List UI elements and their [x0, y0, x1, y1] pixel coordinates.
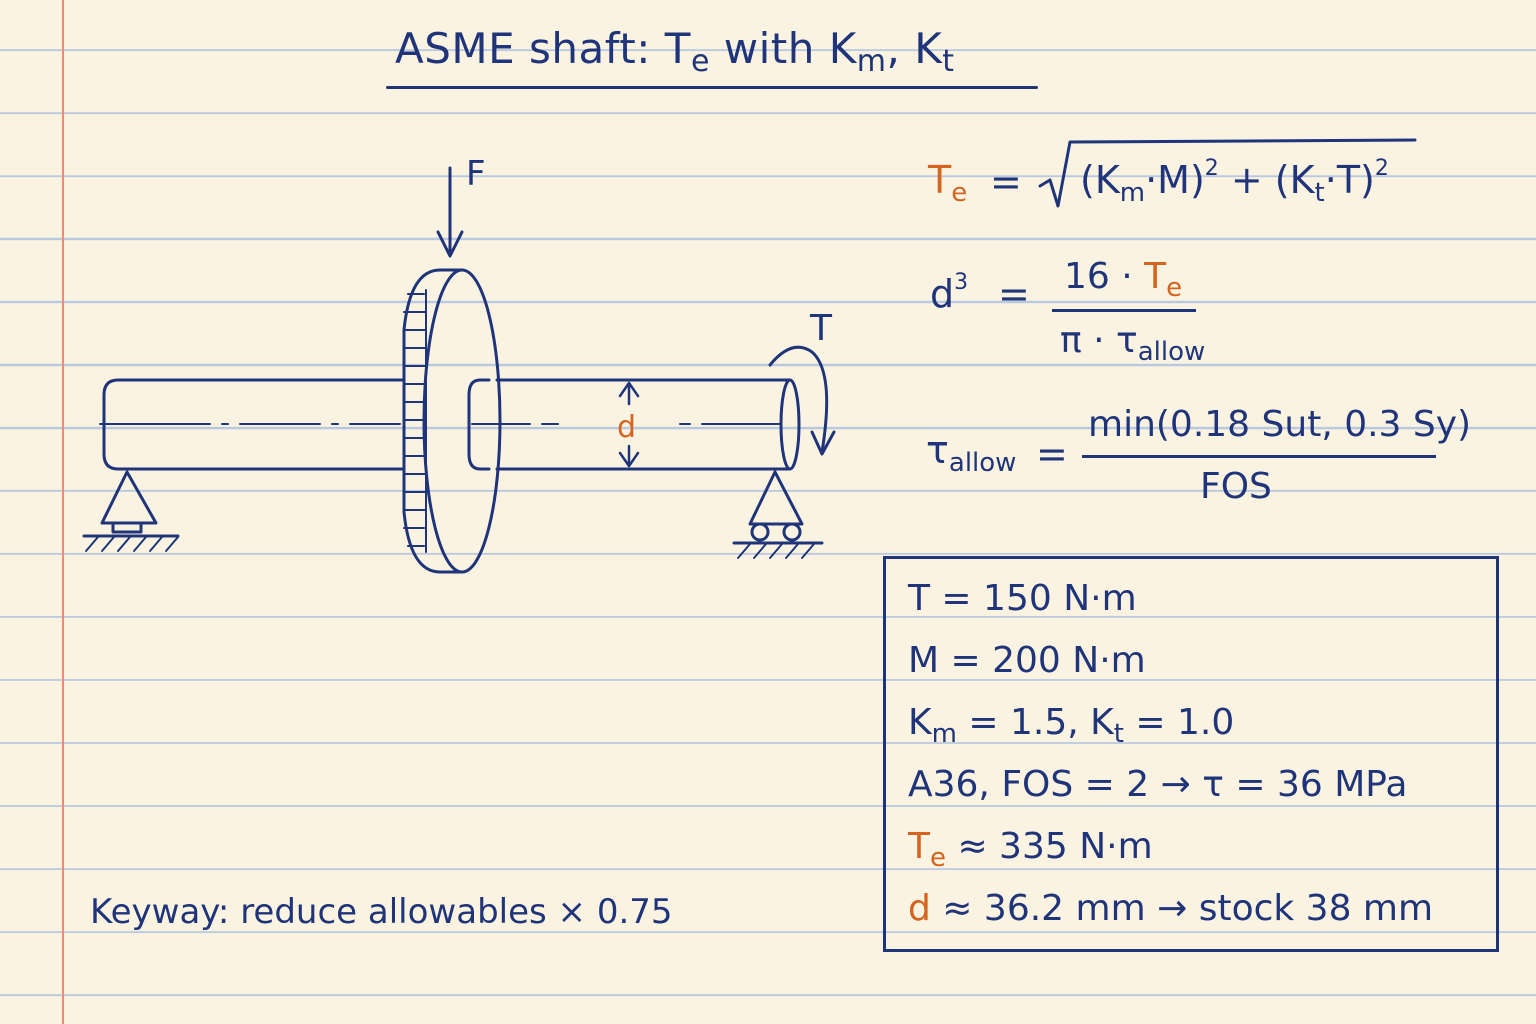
given-factors: Km = 1.5, Kt = 1.0 [908, 702, 1235, 749]
page-title: ASME shaft: Te with Km, Kt [395, 24, 955, 79]
given-torque: T = 150 N·m [908, 578, 1137, 619]
result-te: Te ≈ 335 N·m [908, 826, 1153, 873]
tau-equation-denominator: FOS [1200, 466, 1272, 507]
d-equation-fraction-bar [1052, 309, 1196, 312]
given-material: A36, FOS = 2 → τ = 36 MPa [908, 764, 1408, 805]
force-arrow [436, 166, 464, 258]
torque-arrow [768, 345, 836, 456]
roller-support [732, 470, 824, 559]
sqrt-sign [1038, 138, 1417, 208]
tau-equation-equals: = [1036, 432, 1068, 476]
given-values-box [883, 556, 1499, 952]
tau-equation-lhs: τallow [926, 428, 1017, 478]
right-shaft-section [467, 378, 491, 471]
force-label: F [466, 154, 486, 194]
gear-back [422, 268, 502, 574]
shaft-end-face [779, 378, 801, 471]
d-equation-lhs: d3 [930, 270, 969, 316]
given-moment: M = 200 N·m [908, 640, 1146, 681]
keyway-note: Keyway: reduce allowables × 0.75 [90, 892, 673, 932]
margin-line [62, 0, 64, 1024]
d-equation-numerator: 16 · Te [1064, 256, 1183, 303]
tau-equation-fraction-bar [1082, 455, 1436, 458]
d-equation-equals: = [998, 272, 1030, 316]
diameter-label: d [617, 410, 636, 445]
te-equation-lhs: Te [928, 158, 968, 208]
diameter-dimension [618, 381, 640, 468]
te-equation-equals: = [990, 160, 1022, 204]
gear-teeth [403, 289, 427, 553]
title-underline [386, 86, 1038, 89]
tau-equation-numerator: min(0.18 Sut, 0.3 Sy) [1088, 404, 1472, 445]
torque-label: T [809, 308, 833, 349]
pin-support [82, 470, 180, 552]
te-equation-radicand: (Km·M)2 + (Kt·T)2 [1080, 156, 1389, 208]
result-diameter: d ≈ 36.2 mm → stock 38 mm [908, 888, 1434, 929]
d-equation-denominator: π · τallow [1060, 320, 1206, 367]
